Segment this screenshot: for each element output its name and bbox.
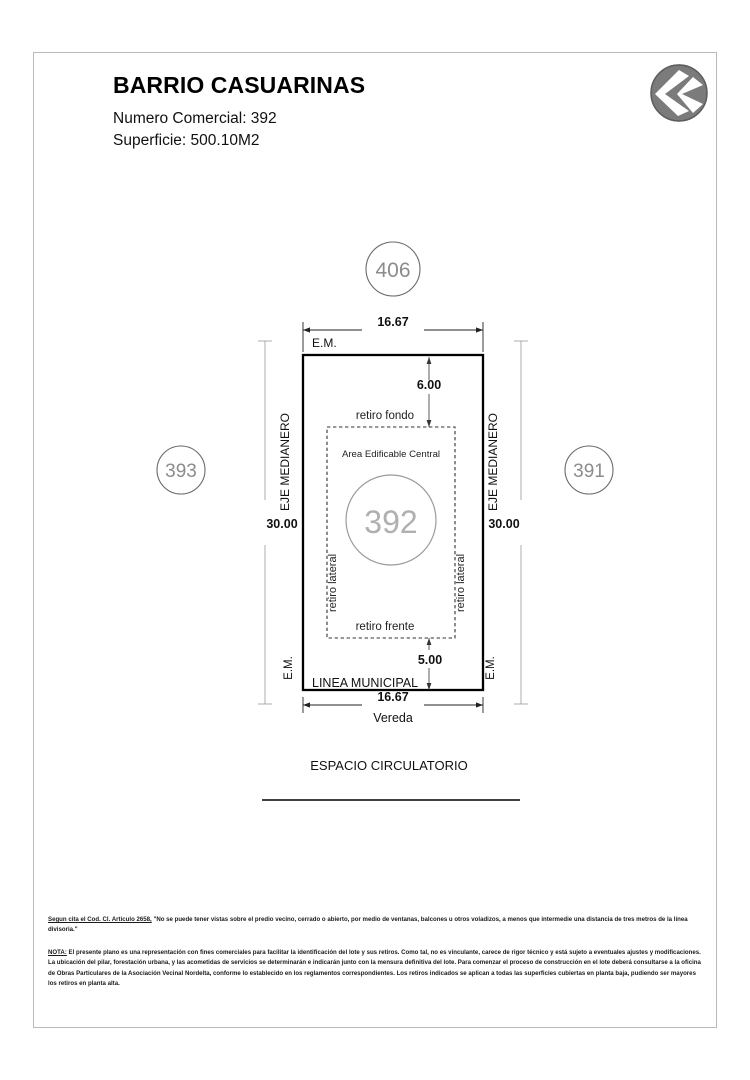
- linea-municipal-label: LINEA MUNICIPAL: [312, 676, 418, 690]
- em-label-top-left: E.M.: [312, 336, 337, 350]
- retiro-frente-label: retiro frente: [356, 621, 415, 633]
- surface-area: Superficie: 500.10M2: [113, 132, 260, 150]
- neighbor-lot-393-label: 393: [165, 461, 197, 482]
- citation-body: "No se puede tener vistas sobre el predi…: [48, 916, 688, 934]
- dimension-rear-setback-label: 6.00: [417, 378, 441, 392]
- lot-number-label: 392: [364, 504, 417, 540]
- document-header: BARRIO CASUARINAS Numero Comercial: 392 …: [113, 72, 533, 153]
- note-lead: NOTA:: [48, 948, 67, 956]
- dimension-right-height-label: 30.00: [488, 517, 519, 531]
- note-paragraph: NOTA: El presente plano es una represent…: [48, 948, 703, 990]
- dimension-front-setback-label: 5.00: [418, 653, 442, 667]
- retiro-lateral-left-label: retiro lateral: [327, 554, 339, 612]
- page-title: BARRIO CASUARINAS: [113, 72, 366, 98]
- eje-medianero-right-label: EJE MEDIANERO: [486, 413, 500, 511]
- commercial-number: Numero Comercial: 392: [113, 110, 277, 127]
- citation-paragraph: Segun cita el Cod. Cl. Articulo 2658, "N…: [48, 915, 703, 936]
- retiro-lateral-right-label: retiro lateral: [455, 554, 467, 612]
- vereda-label: Vereda: [373, 711, 413, 725]
- neighbor-lot-391-label: 391: [573, 461, 605, 482]
- legal-notes: Segun cita el Cod. Cl. Articulo 2658, "N…: [48, 915, 703, 1002]
- page-frame: [33, 52, 717, 1028]
- em-label-bottom-left: E.M.: [283, 656, 295, 680]
- dimension-bottom-width-label: 16.67: [377, 690, 408, 704]
- buildable-area-label: Area Edificable Central: [342, 449, 440, 460]
- note-body: El presente plano es una representación …: [48, 948, 701, 988]
- retiro-fondo-label: retiro fondo: [356, 410, 414, 422]
- nordelta-k-logo: [649, 63, 709, 123]
- citation-lead: Segun cita el Cod. Cl. Articulo 2658,: [48, 916, 152, 923]
- em-label-bottom-right: E.M.: [485, 656, 497, 680]
- neighbor-lot-406-label: 406: [375, 259, 410, 282]
- eje-medianero-left-label: EJE MEDIANERO: [278, 413, 292, 511]
- dimension-left-height-label: 30.00: [266, 517, 297, 531]
- dimension-top-width-label: 16.67: [377, 315, 408, 329]
- espacio-circulatorio-label: ESPACIO CIRCULATORIO: [310, 758, 467, 773]
